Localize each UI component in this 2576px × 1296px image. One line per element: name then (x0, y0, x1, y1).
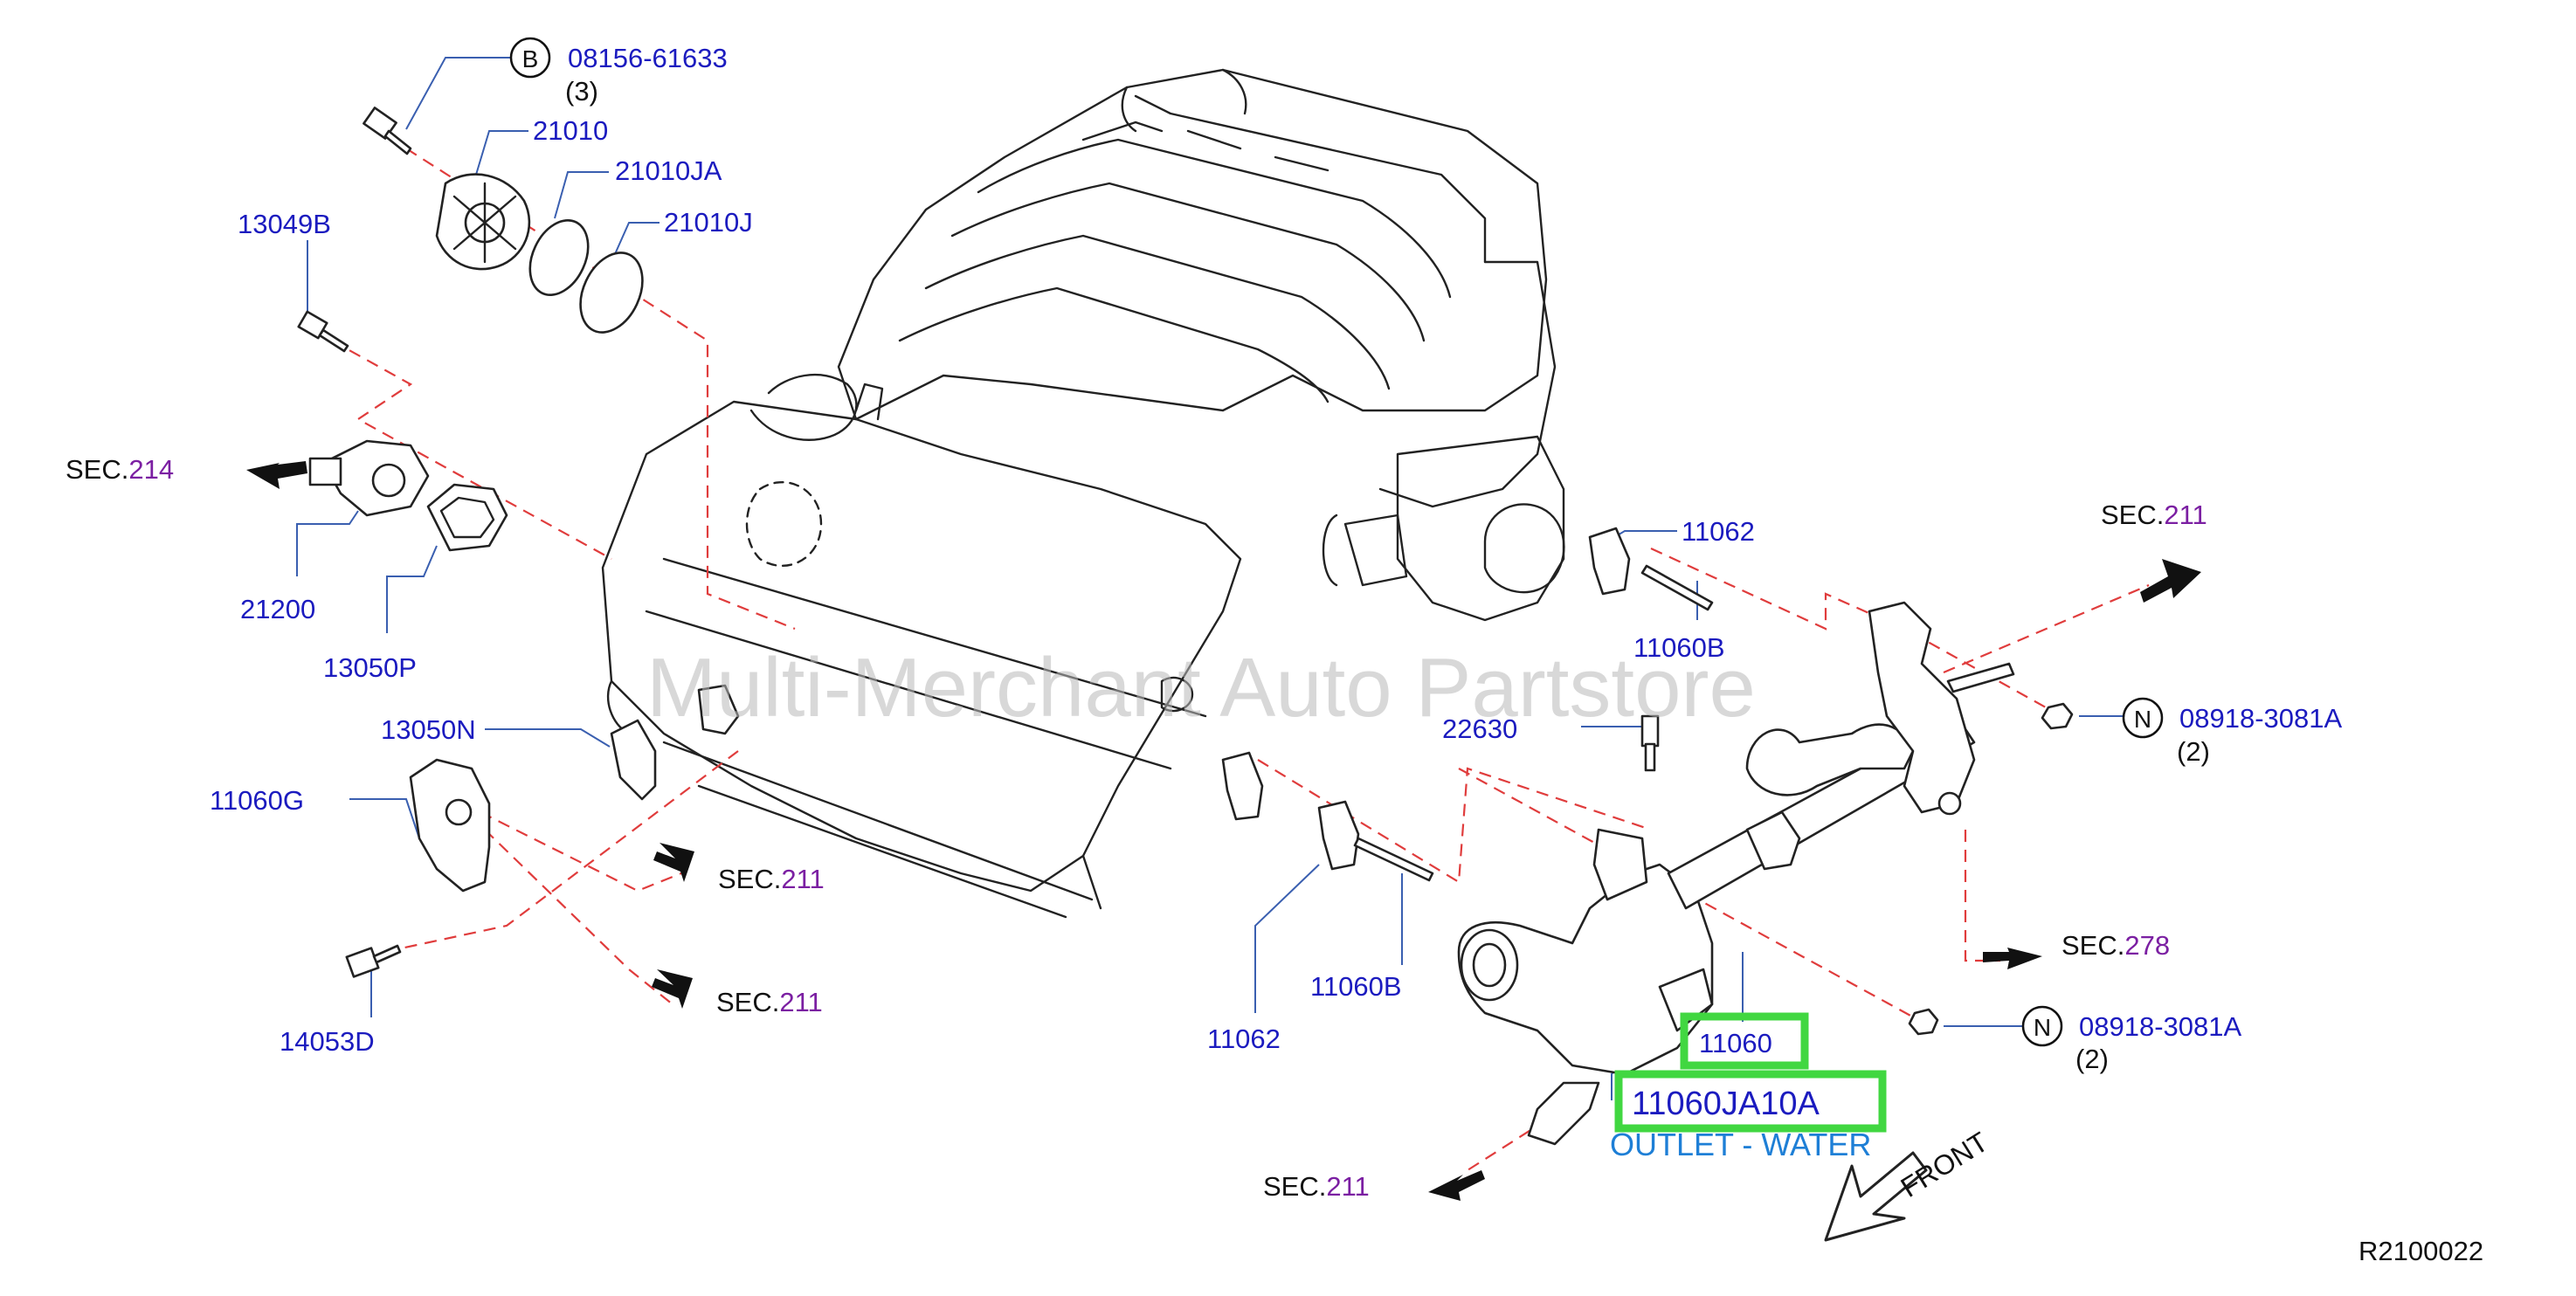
arrow-sec278 (1983, 948, 2042, 969)
label-08918-top-qty: (2) (2177, 736, 2210, 767)
stud-11060B-bot (1353, 837, 1434, 882)
sec-211-label-b: SEC.211 (716, 987, 823, 1017)
highlight-box-11060 (1680, 1012, 1809, 1070)
label-21200: 21200 (240, 594, 315, 624)
housing-11060G (409, 758, 491, 893)
label-11062-top: 11062 (1682, 516, 1755, 547)
marker-n-top: N (2122, 697, 2164, 739)
stud-11060B-top (1640, 564, 1714, 611)
label-21010JA: 21010JA (615, 155, 722, 186)
o-ring-21010JA (528, 218, 590, 297)
nut-08918-top (2041, 702, 2074, 730)
part-labels: 08156-61633 (3) 21010 21010JA 21010J 130… (210, 43, 2483, 1266)
label-11060B-top: 11060B (1633, 632, 1725, 663)
label-21010J: 21010J (664, 207, 753, 238)
sec-214-label: SEC.214 (66, 454, 174, 485)
dashed-assembly-lines (331, 148, 2150, 1171)
section-arrows (246, 461, 2201, 1201)
arrow-sec211-a (653, 843, 694, 882)
caption-outlet-water: OUTLET - WATER (1610, 1127, 1871, 1162)
marker-n-bot: N (2021, 1005, 2063, 1047)
bolt-13049B (297, 310, 349, 353)
label-13050N: 13050N (381, 714, 476, 745)
bolt-14053D (345, 944, 402, 978)
engine-throttle-body (1322, 435, 1565, 622)
highlight-box-11060JA10A (1614, 1070, 1887, 1133)
arrow-sec211-d (1428, 1170, 1485, 1201)
label-14053D: 14053D (280, 1026, 375, 1057)
engine-intake-manifold (837, 68, 1557, 508)
diagram-id: R2100022 (2358, 1236, 2483, 1266)
bolt-08156 (363, 107, 412, 155)
label-11060B-bot: 11060B (1310, 971, 1402, 1002)
label-21010: 21010 (533, 115, 608, 146)
water-outlet-11060 (1457, 601, 2015, 1146)
label-08918-top: 08918-3081A (2179, 703, 2342, 734)
label-22630: 22630 (1442, 713, 1517, 744)
watermark: Multi-Merchant Auto Partstore (646, 641, 1756, 734)
label-08156-61633: 08156-61633 (568, 43, 728, 73)
gasket-13050N (610, 684, 740, 801)
sec-211-label-d: SEC.211 (1263, 1171, 1370, 1202)
sensor-22630 (1640, 714, 1660, 772)
svg-text:N: N (2134, 706, 2151, 733)
gasket-13050P (426, 483, 508, 552)
section-labels: SEC.214 SEC.211 SEC.211 SEC.211 SEC.278 … (66, 454, 2207, 1202)
label-11062-bot: 11062 (1207, 1024, 1281, 1054)
svg-text:B: B (522, 45, 539, 72)
sec-278-label: SEC.278 (2061, 930, 2170, 961)
water-pump-21010 (435, 173, 531, 271)
label-13049B: 13049B (238, 209, 331, 239)
label-11060G: 11060G (210, 785, 304, 816)
nut-08918-bot (1908, 1008, 1939, 1036)
label-08918-bot-qty: (2) (2075, 1044, 2109, 1074)
sec-211-label-c: SEC.211 (2101, 500, 2207, 530)
marker-b: B (509, 37, 551, 79)
engine-cylinder-head (601, 373, 1242, 919)
arrow-sec214 (246, 461, 307, 489)
label-11060JA10A: 11060JA10A (1632, 1086, 1820, 1122)
leader-lines (296, 57, 2123, 1100)
gasket-11062-top (1588, 527, 1631, 596)
label-11060: 11060 (1699, 1028, 1772, 1058)
svg-text:N: N (2034, 1014, 2051, 1041)
arrow-sec211-c (2140, 559, 2201, 603)
water-inlet-21200 (308, 439, 430, 517)
sec-211-label-a: SEC.211 (718, 864, 825, 894)
label-13050P: 13050P (323, 652, 417, 683)
label-08918-bot: 08918-3081A (2079, 1011, 2241, 1042)
arrow-sec211-b (652, 969, 693, 1009)
o-ring-21010J (579, 252, 644, 334)
label-08156-qty: (3) (565, 76, 598, 107)
gasket-11062-bot (1221, 751, 1360, 871)
